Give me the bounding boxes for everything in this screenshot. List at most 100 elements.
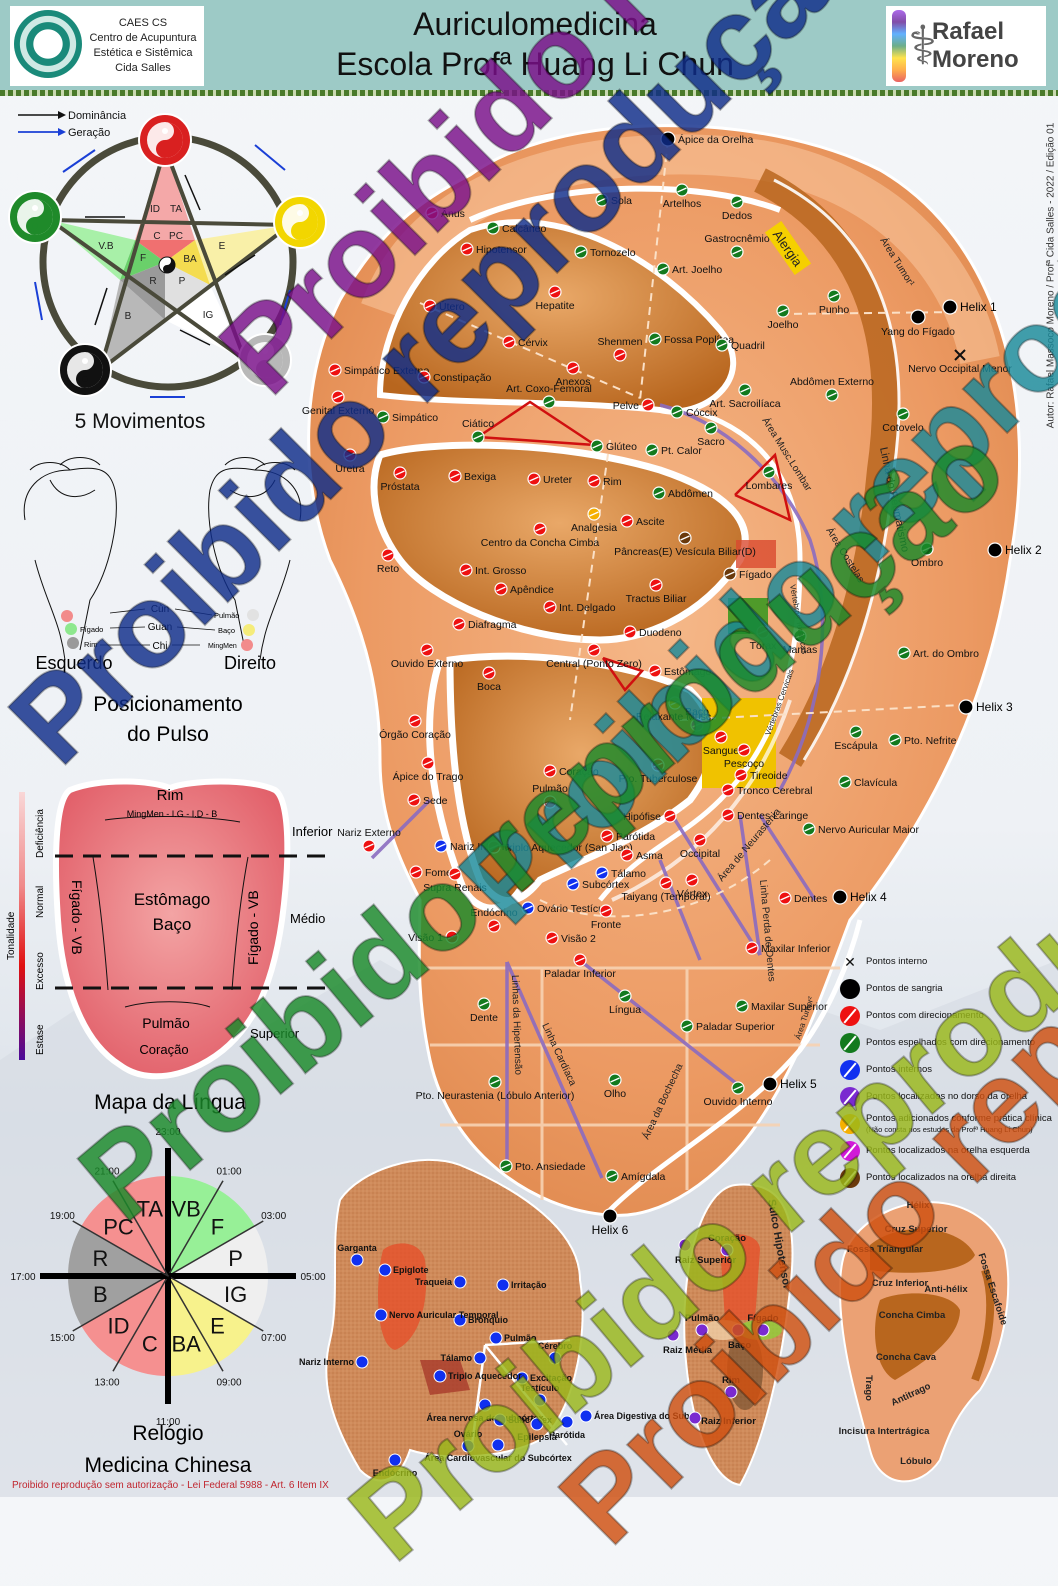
ear-point-paladar-superior[interactable]: Paladar Superior — [680, 1019, 775, 1033]
internal-point-testiculo[interactable]: Testículo — [521, 1383, 560, 1407]
ear-point-analgesia[interactable]: Analgesia — [571, 507, 617, 534]
ear-point-yang-do-figado[interactable]: Yang do Fígado — [881, 309, 955, 338]
ear-point-hipotensor[interactable]: Hipotensor — [460, 242, 527, 256]
ear-point-fome[interactable]: Fome — [409, 865, 452, 879]
ear-point-subcortex[interactable]: Subcórtex — [566, 877, 630, 891]
internal-point-epiglote[interactable]: Epiglote — [378, 1263, 429, 1277]
ear-point-shenmen[interactable]: Shenmen — [598, 336, 643, 362]
dorsal-point-coracao[interactable]: Coração — [708, 1233, 746, 1257]
internal-point-parotida[interactable]: Parótida — [549, 1415, 586, 1440]
ear-point-boca[interactable]: Boca — [477, 666, 501, 693]
ear-point-quadril[interactable]: Quadril — [715, 338, 765, 352]
ear-point-simpatico-externo[interactable]: Simpático Externo — [328, 363, 429, 377]
ear-point-int-delgado[interactable]: Int. Delgado — [543, 600, 616, 614]
ear-point-tractus-biliar[interactable]: Tractus Biliar — [626, 578, 687, 605]
ear-point-paladar-inferior[interactable]: Paladar Inferior — [544, 953, 616, 980]
ear-point-clavicula[interactable]: Clavícula — [838, 775, 897, 789]
dorsal-point-raiz-superior[interactable]: Raiz Superior — [675, 1238, 737, 1266]
ear-point-ouvido-externo[interactable]: Ouvido Externo — [391, 643, 464, 670]
ear-point-pelve[interactable]: Pelve — [613, 398, 655, 412]
ear-point-pto-tuberculose[interactable]: Pto. Tuberculose — [619, 758, 698, 785]
ear-point-endocrino[interactable]: Endócrino — [470, 907, 518, 933]
ear-point-sede[interactable]: Sede — [407, 793, 448, 807]
ear-point-coracao[interactable]: Coração — [543, 764, 599, 778]
ear-point-cotovelo[interactable]: Cotovelo — [882, 407, 924, 434]
ear-point-helix-2[interactable]: Helix 2 — [987, 542, 1042, 558]
ear-point-amigdala[interactable]: Amígdala — [605, 1169, 666, 1183]
ear-point-gastrocnemio[interactable]: Gastrocnêmio — [704, 233, 770, 259]
ear-point-utero[interactable]: Útero — [423, 299, 465, 313]
ear-point-reto[interactable]: Reto — [377, 548, 399, 575]
ear-point-dentes-laringe[interactable]: Dentes Laringe — [721, 808, 808, 822]
dorsal-point-baco[interactable]: Baço — [728, 1323, 751, 1351]
ear-point-gluteo[interactable]: Glúteo — [590, 439, 637, 453]
internal-point-nervo-auricular-temporal[interactable]: Nervo Auricular Temporal — [374, 1308, 499, 1322]
ear-point-supra-renais[interactable]: Supra Renais — [423, 867, 487, 894]
ear-point-visao-1[interactable]: Visão 1 — [408, 930, 459, 944]
ear-point-calcaneo[interactable]: Calcâneo — [486, 221, 547, 235]
internal-point-area-digestiva-do-subcortex[interactable]: Área Digestiva do Subcórtex — [579, 1409, 717, 1423]
ear-point-visao-2[interactable]: Visão 2 — [545, 931, 596, 945]
ear-point-artelhos[interactable]: Artelhos — [663, 183, 702, 210]
ear-point-cervix[interactable]: Cérvix — [502, 335, 549, 349]
internal-point-epilepsia[interactable]: Epilepsia — [517, 1417, 558, 1442]
ear-point-maxilar-superior[interactable]: Maxilar Superior — [735, 999, 828, 1013]
ear-point-occipital[interactable]: Occipital — [680, 833, 720, 860]
ear-point-prostata[interactable]: Próstata — [380, 466, 420, 493]
internal-point-triplo-aquecedor[interactable]: Triplo Aquecedor — [433, 1369, 522, 1383]
ear-point-joelho[interactable]: Joelho — [768, 304, 799, 331]
dorsal-point-raiz-inferior[interactable]: Raiz Inferior — [688, 1411, 756, 1427]
ear-point-dedos[interactable]: Dedos — [722, 195, 752, 222]
ear-point-figado[interactable]: Fígado — [723, 567, 772, 581]
ear-point-simpatico[interactable]: Simpático — [376, 410, 438, 424]
dorsal-point-raiz-media[interactable]: Raiz Média — [663, 1328, 713, 1356]
ear-point-anexos[interactable]: Anexos — [555, 361, 591, 388]
ear-point-asma[interactable]: Asma — [620, 848, 663, 862]
ear-point-pto-neurastenia-lobulo-anterior[interactable]: Pto. Neurastenia (Lóbulo Anterior) — [416, 1075, 575, 1102]
ear-point-art-coxo-femoral[interactable]: Art. Coxo-Femoral — [506, 383, 592, 409]
dorsal-point-pulmao[interactable]: Pulmão — [685, 1313, 720, 1337]
ear-point-hepatite[interactable]: Hepatite — [535, 285, 575, 312]
ear-point-centro-da-concha-cimba[interactable]: Centro da Concha Cimba — [481, 522, 600, 549]
internal-point-endocrino[interactable]: Endócrino — [373, 1453, 418, 1478]
ear-point-art-joelho[interactable]: Art. Joelho — [656, 262, 722, 276]
ear-point-talamo[interactable]: Tálamo — [595, 866, 646, 880]
ear-point-bexiga[interactable]: Bexiga — [448, 469, 496, 483]
ear-point-abdomen-externo[interactable]: Abdômen Externo — [790, 376, 874, 402]
internal-point-talamo[interactable]: Tálamo — [440, 1351, 487, 1365]
ear-point-ovario-testiculo[interactable]: Ovário Testículo — [521, 901, 612, 915]
ear-point-baco[interactable]: Baço — [685, 706, 709, 732]
ear-point-apice-do-trago[interactable]: Ápice do Trago — [393, 756, 464, 783]
internal-point-irritacao[interactable]: Irritação — [496, 1278, 547, 1292]
ear-point-tireoide[interactable]: Tireoide — [734, 768, 788, 782]
ear-point-nariz-externo[interactable]: Nariz Externo — [337, 827, 401, 853]
ear-point-pescoco[interactable]: Pescoço — [724, 743, 764, 770]
ear-point-ureter[interactable]: Ureter — [527, 472, 573, 486]
ear-point-rim[interactable]: Rim — [587, 474, 622, 488]
internal-point-ovario[interactable]: Ovário — [454, 1429, 483, 1453]
internal-point-area-nervosa-do-subcortex[interactable]: Área nervosa do Subcórtex — [426, 1398, 544, 1423]
ear-point-ombro[interactable]: Ombro — [911, 542, 943, 569]
ear-point-sola[interactable]: Sola — [595, 193, 632, 207]
ear-point-olho[interactable]: Olho — [604, 1073, 626, 1100]
ear-point-hipofise[interactable]: Hipófise — [623, 809, 677, 823]
ear-point-ciatico[interactable]: Ciático — [462, 418, 494, 444]
ear-point-tronco-cerebral[interactable]: Tronco Cerebral — [721, 783, 812, 797]
dorsal-point-rim[interactable]: Rim — [722, 1375, 740, 1399]
ear-point-coccix[interactable]: Cóccix — [670, 405, 718, 419]
ear-point-pto-ansiedade[interactable]: Pto. Ansiedade — [499, 1159, 586, 1173]
internal-point-excitacao[interactable]: Excitação — [515, 1371, 573, 1385]
ear-point-sacro[interactable]: Sacro — [697, 421, 725, 448]
ear-point-triplo-aquecedor-san-jiao[interactable]: Triplo Aquecedor (San Jiao) — [487, 840, 633, 854]
internal-point-area-cardiovascular-do-subcortex[interactable]: Área Cardiovascular do Subcórtex — [424, 1438, 572, 1463]
ear-point-art-sacroiliaca[interactable]: Art. Sacroilíaca — [709, 383, 781, 410]
ear-point-torax[interactable]: Tórax — [750, 625, 778, 652]
ear-point-dentes[interactable]: Dentes — [778, 891, 827, 905]
ear-point-fronte[interactable]: Fronte — [591, 904, 622, 931]
ear-point-maxilar-inferior[interactable]: Maxilar Inferior — [745, 941, 831, 955]
ear-point-nervo-auricular-maior[interactable]: Nervo Auricular Maior — [802, 822, 919, 836]
internal-point-nariz-interno[interactable]: Nariz Interno — [299, 1355, 369, 1369]
ear-point-anus[interactable]: Ânus — [425, 206, 465, 220]
ear-point-apice-da-orelha[interactable]: Ápice da Orelha — [660, 131, 753, 147]
internal-point-pulmao[interactable]: Pulmão — [489, 1331, 537, 1345]
